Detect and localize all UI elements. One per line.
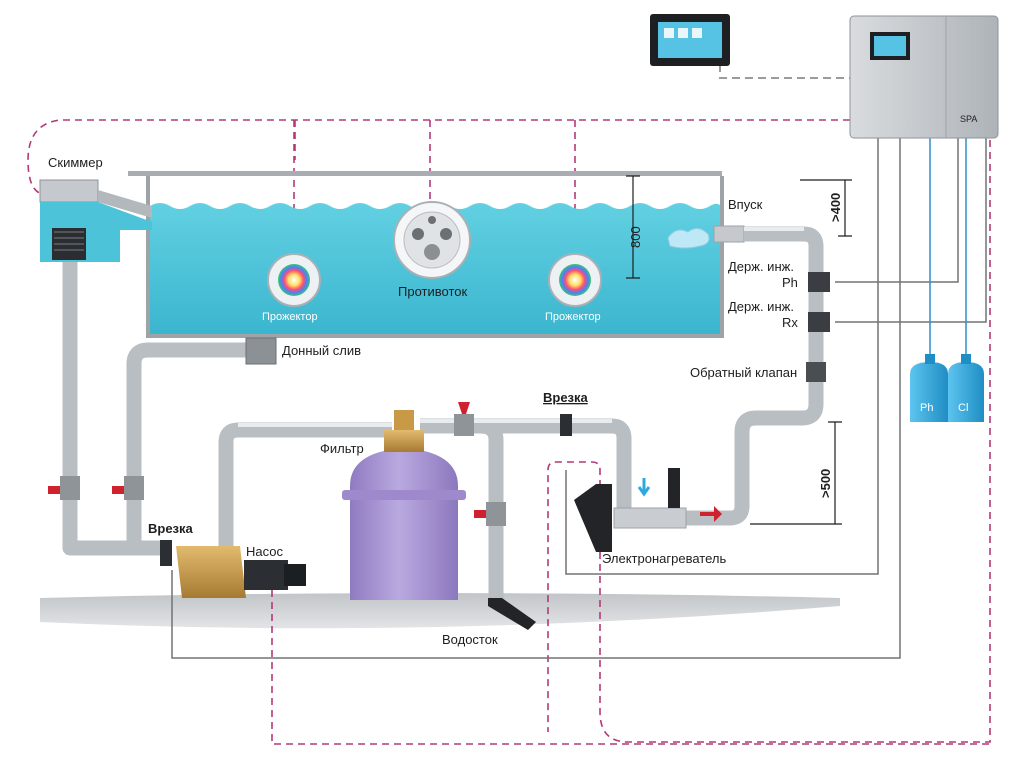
bottom-drain-fitting bbox=[245, 337, 277, 365]
label-heater: Электронагреватель bbox=[602, 551, 726, 566]
canister-icon bbox=[910, 354, 948, 422]
skimmer bbox=[39, 179, 152, 262]
holder-ph bbox=[808, 272, 830, 292]
label-holder-rx-1: Держ. инж. bbox=[728, 299, 794, 314]
valve-icon bbox=[454, 402, 474, 436]
ground bbox=[40, 593, 840, 629]
label-canister-ph: Ph bbox=[920, 402, 933, 414]
label-dim-500: >500 bbox=[818, 469, 833, 498]
heater-icon bbox=[574, 468, 722, 552]
label-drain: Водосток bbox=[442, 632, 498, 647]
label-check-valve: Обратный клапан bbox=[690, 365, 797, 380]
canister-icon bbox=[948, 354, 984, 422]
valve-icon bbox=[112, 476, 144, 500]
pipework bbox=[62, 226, 824, 600]
label-tap-top: Врезка bbox=[543, 390, 589, 405]
control-cabinet-icon bbox=[849, 15, 999, 139]
drain-outlet bbox=[488, 598, 536, 630]
filter-icon bbox=[342, 410, 466, 600]
label-dim-400: >400 bbox=[828, 193, 843, 222]
label-canister-cl: Cl bbox=[958, 402, 968, 414]
check-valve bbox=[806, 362, 826, 382]
counterflow-icon bbox=[393, 201, 471, 279]
dimension-500 bbox=[750, 421, 842, 525]
dimension-400 bbox=[800, 179, 852, 237]
label-skimmer: Скиммер bbox=[48, 155, 103, 170]
touch-panel-icon bbox=[650, 14, 730, 66]
projector-icon bbox=[267, 253, 321, 307]
inlet-nozzle bbox=[667, 225, 745, 249]
tap-fitting-top bbox=[560, 414, 572, 436]
label-pump: Насос bbox=[246, 544, 283, 559]
label-inlet: Впуск bbox=[728, 197, 763, 212]
label-counterflow: Противоток bbox=[398, 284, 467, 299]
label-projector-left: Прожектор bbox=[262, 311, 318, 323]
dimension-800 bbox=[626, 175, 640, 279]
label-projector-right: Прожектор bbox=[545, 311, 601, 323]
label-holder-ph-1: Держ. инж. bbox=[728, 259, 794, 274]
label-holder-rx-2: Rx bbox=[782, 315, 798, 330]
projector-icon bbox=[548, 253, 602, 307]
holder-rx bbox=[808, 312, 830, 332]
pump-icon bbox=[176, 546, 306, 598]
label-filter: Фильтр bbox=[320, 441, 364, 456]
label-holder-ph-2: Ph bbox=[782, 275, 798, 290]
label-controller-brand: SPA bbox=[960, 114, 977, 124]
label-bottom-drain: Донный слив bbox=[282, 343, 361, 358]
valve-icon bbox=[48, 476, 80, 500]
tap-fitting-bottom bbox=[160, 540, 172, 566]
label-tap-bottom: Врезка bbox=[148, 521, 194, 536]
label-dim-800: 800 bbox=[628, 226, 643, 248]
valve-icon bbox=[474, 502, 506, 526]
